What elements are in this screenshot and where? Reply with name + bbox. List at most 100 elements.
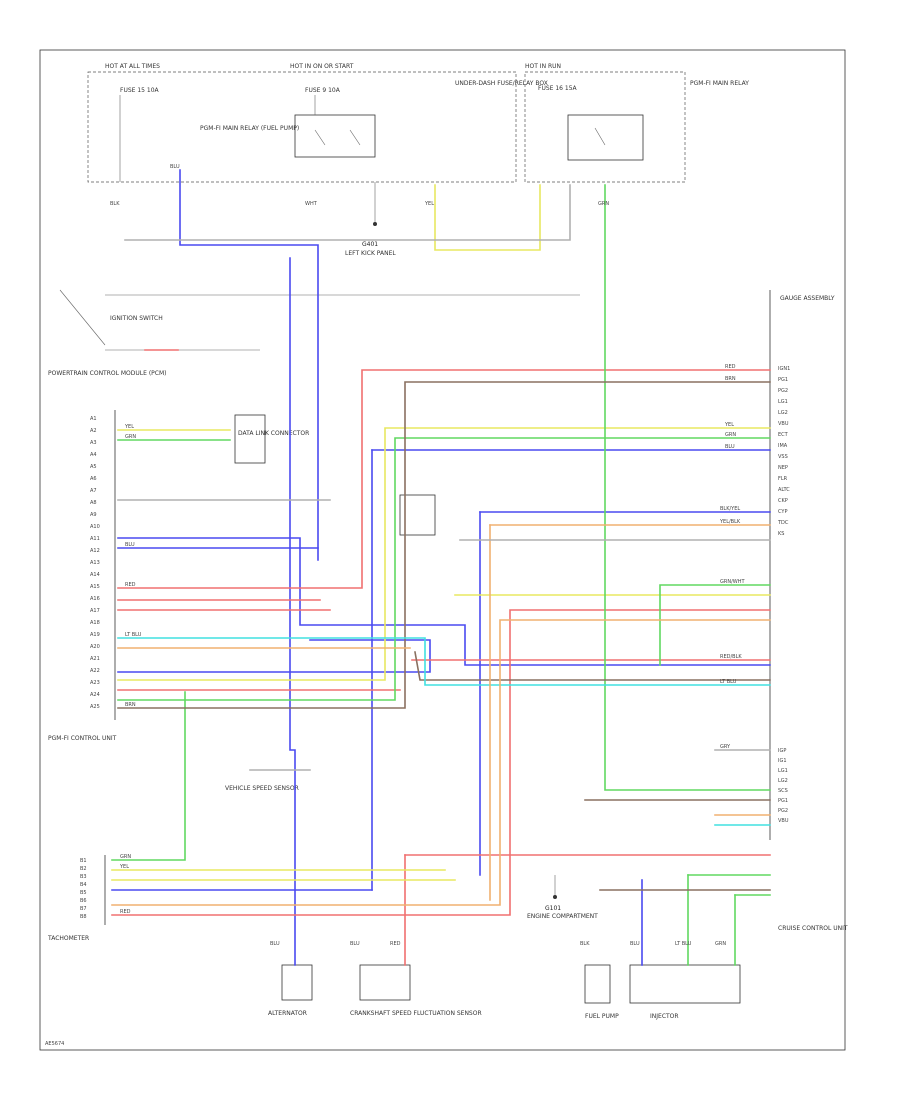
pcm-label: POWERTRAIN CONTROL MODULE (PCM) (48, 370, 166, 377)
injector: INJECTOR (629, 964, 741, 1020)
right-relay-box-outline (524, 71, 686, 183)
wire-brn-1 (117, 381, 771, 709)
alternator-label: ALTERNATOR (268, 1010, 307, 1017)
injector-label: INJECTOR (650, 1013, 679, 1020)
right-pin-label-3: LG1 (778, 399, 788, 405)
tag-red-pcm: RED (125, 582, 136, 588)
tach-label: TACHOMETER (47, 935, 89, 942)
wire-grn-right (604, 184, 771, 791)
tag-orn-gauge: YEL/BLK (719, 519, 741, 525)
right-pin-label-14: TDC (777, 520, 789, 526)
right-lower-pin-label-7: VBU (778, 818, 789, 824)
right-lower-pin-label-2: LG1 (778, 768, 788, 774)
bottom-left-pin-label-4: B5 (80, 890, 87, 896)
hot-label-left: HOT AT ALL TIMES (105, 63, 160, 70)
tag-yel-tach: YEL (119, 864, 129, 870)
left-pin-label-24: A25 (90, 704, 100, 710)
right-module-label: CRUISE CONTROL UNIT (778, 925, 848, 932)
wire-grn-gauge (659, 584, 771, 666)
left-pin-label-18: A19 (90, 632, 100, 638)
tag-ltblu-pcm: LT BLU (125, 632, 142, 638)
left-pin-label-5: A6 (90, 476, 97, 482)
right-pin-label-15: KS (778, 531, 784, 537)
ground-node (373, 222, 377, 226)
bottom-left-pin-label-2: B3 (80, 874, 87, 880)
tag-blu-top: BLU (170, 164, 180, 170)
wire-grn-1 (117, 437, 771, 701)
left-pin-label-4: A5 (90, 464, 97, 470)
tag-grn-wht: GRN/WHT (720, 579, 745, 585)
left-pin-label-13: A14 (90, 572, 100, 578)
tag-red-gauge: RED (725, 364, 736, 370)
tag-gry-lower: GRY (720, 744, 731, 750)
wire-blu-alt (289, 257, 296, 966)
tag-grn-top: GRN (598, 201, 609, 207)
ignition-switch: IGNITION SWITCH (59, 289, 580, 351)
bottom-left-pin-label-6: B7 (80, 906, 87, 912)
underdash-fuse-box-outline (87, 71, 517, 183)
pcm-bottom-label: PGM-FI CONTROL UNIT (48, 735, 117, 742)
crank-sensor: CRANKSHAFT SPEED FLUCTUATION SENSOR (350, 964, 482, 1017)
wire-blu-main (179, 169, 319, 561)
g101-ground: G101 ENGINE COMPARTMENT (527, 875, 598, 920)
left-pin-label-9: A10 (90, 524, 100, 530)
footer-code: AE5674 (45, 1041, 64, 1047)
tag-blu-pcm: BLU (125, 542, 135, 548)
crank-sensor-label: CRANKSHAFT SPEED FLUCTUATION SENSOR (350, 1010, 482, 1017)
right-lower-pin-label-5: PG1 (778, 798, 788, 804)
right-pin-label-10: FLR (778, 476, 788, 482)
gauge-label: GAUGE ASSEMBLY (780, 295, 835, 302)
alternator: ALTERNATOR (268, 964, 313, 1017)
wire-blu-pcm-2 (117, 537, 771, 666)
underdash-box-label: UNDER-DASH FUSE/RELAY BOX (455, 80, 548, 87)
pgm-fi-relay-symbol (294, 114, 376, 158)
fuel-pump-label: FUEL PUMP (585, 1013, 619, 1020)
left-pin-label-23: A24 (90, 692, 100, 698)
right-relay-box: HOT IN RUN FUSE 16 15A PGM-FI MAIN RELAY (524, 63, 749, 183)
wire-cyan (117, 637, 771, 686)
wire-gry-top (124, 184, 571, 241)
fuse-label-left: FUSE 15 10A (120, 87, 160, 94)
left-pin-label-20: A21 (90, 656, 100, 662)
left-connector-pins: A1A2A3A4A5A6A7A8A9A10A11A12A13A14A15A16A… (80, 416, 100, 920)
pcm-left-connector: POWERTRAIN CONTROL MODULE (PCM) PGM-FI C… (48, 370, 166, 742)
left-pin-label-15: A16 (90, 596, 100, 602)
bottom-left-pin-label-5: B6 (80, 898, 87, 904)
bottom-left-pin-label-3: B4 (80, 882, 87, 888)
hot-label-center: HOT IN ON OR START (290, 63, 354, 70)
tag-red-crank: RED (390, 941, 401, 947)
left-pin-label-21: A22 (90, 668, 100, 674)
left-pin-label-1: A2 (90, 428, 97, 434)
alternator-symbol (281, 964, 313, 1001)
wire-red-1 (117, 369, 771, 589)
injector-symbol (629, 964, 741, 1004)
left-pin-label-0: A1 (90, 416, 97, 422)
fuel-pump-symbol (584, 964, 611, 1004)
tag-grn-inj2: GRN (715, 941, 726, 947)
tag-red-tach: RED (120, 909, 131, 915)
ign-switch-body (59, 289, 106, 346)
right-pin-label-11: ALTC (778, 487, 790, 493)
tag-blu-crank: BLU (350, 941, 360, 947)
ign-switch-label: IGNITION SWITCH (110, 315, 163, 322)
tag-blu-alt: BLU (270, 941, 280, 947)
diagram-border (39, 49, 846, 1051)
tag-grn-inj: LT BLU (675, 941, 692, 947)
left-pin-label-2: A3 (90, 440, 97, 446)
relay-right-label: PGM-FI MAIN RELAY (690, 80, 749, 87)
wire-yel-1 (117, 427, 771, 681)
fuse-label-center: FUSE 9 10A (305, 87, 341, 94)
tag-yel-top: YEL (424, 201, 434, 207)
left-pin-label-10: A11 (90, 536, 100, 542)
g101-node (553, 895, 557, 899)
tag-grn-gauge: GRN (725, 432, 736, 438)
tag-blk-fuel: BLK (580, 941, 590, 947)
left-pin-label-3: A4 (90, 452, 97, 458)
speed-sensor-label: VEHICLE SPEED SENSOR (225, 785, 299, 792)
tag-blk-top: BLK (110, 201, 120, 207)
right-pin-label-12: CKP (778, 498, 788, 504)
gauge-assembly: GAUGE ASSEMBLY CRUISE CONTROL UNIT (769, 290, 848, 932)
relay-contact-1 (314, 129, 326, 146)
left-pin-label-7: A8 (90, 500, 97, 506)
